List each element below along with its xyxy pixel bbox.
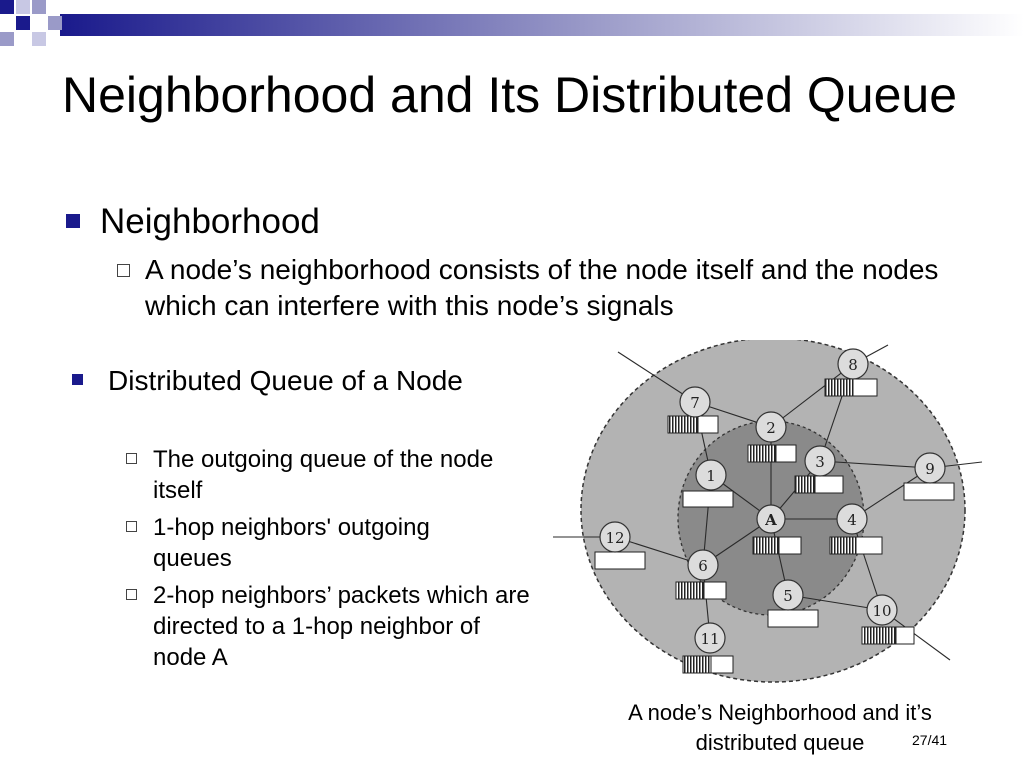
- node-label: 4: [847, 511, 857, 529]
- queue-node-1: [682, 490, 734, 508]
- queue-packets: [824, 378, 854, 397]
- network-node-9: 9: [914, 452, 946, 484]
- page-title: Neighborhood and Its Distributed Queue: [62, 67, 958, 123]
- node-circle: [755, 411, 787, 443]
- queue-node-6: [675, 581, 727, 600]
- node-circle: [772, 579, 804, 611]
- queue-node-4: [829, 536, 883, 555]
- bullet-distributed-queue-heading: Distributed Queue of a Node: [108, 365, 463, 396]
- queue-node-7: [667, 415, 719, 434]
- queue-packets: [667, 415, 699, 434]
- node-label: 9: [925, 460, 935, 478]
- queue-node-8: [824, 378, 878, 397]
- node-label: 10: [872, 602, 891, 620]
- node-circle: [837, 348, 869, 380]
- network-node-12: 12: [599, 521, 631, 553]
- header-square: [0, 32, 14, 46]
- network-node-4: 4: [836, 503, 868, 535]
- queue-box: [682, 490, 734, 508]
- node-label: 8: [848, 356, 858, 374]
- square-bullet-icon: [66, 214, 80, 228]
- queue-packets: [829, 536, 857, 555]
- diagram-caption: A node’s Neighborhood and it’s distribut…: [628, 700, 932, 755]
- header-square: [16, 0, 30, 14]
- node-label: 6: [698, 557, 708, 575]
- queue-box: [594, 551, 646, 570]
- hollow-square-bullet-icon: [126, 589, 137, 600]
- queue-packets: [747, 444, 777, 463]
- node-label: 5: [783, 587, 793, 605]
- queue-packets: [752, 536, 780, 555]
- sub-bullet-text: 1-hop neighbors' outgoing queues: [153, 514, 430, 572]
- queue-packets: [861, 626, 897, 645]
- sub-bullet-text: A node’s neighborhood consists of the no…: [145, 254, 939, 321]
- node-circle: [866, 594, 898, 626]
- hollow-square-bullet-icon: [126, 521, 137, 532]
- queue-node-2: [747, 444, 797, 463]
- node-circle: [804, 445, 836, 477]
- network-node-1: 1: [695, 459, 727, 491]
- node-circle: [687, 549, 719, 581]
- queue-node-12: [594, 551, 646, 570]
- header-square: [32, 0, 46, 14]
- network-node-3: 3: [804, 445, 836, 477]
- node-label: 12: [605, 529, 624, 547]
- square-bullet-icon: [72, 374, 83, 385]
- header-decoration: [0, 0, 1024, 46]
- queue-node-9: [903, 482, 955, 501]
- node-circle: [599, 521, 631, 553]
- network-node-6: 6: [687, 549, 719, 581]
- queue-box: [767, 609, 819, 628]
- queue-node-3: [794, 475, 844, 494]
- header-square: [0, 0, 14, 14]
- hollow-square-bullet-icon: [126, 453, 137, 464]
- hollow-square-bullet-icon: [117, 264, 130, 277]
- queue-node-11: [682, 655, 734, 674]
- node-label: 2: [766, 419, 776, 437]
- header-square: [48, 16, 62, 30]
- node-circle: [914, 452, 946, 484]
- network-node-7: 7: [679, 386, 711, 418]
- link-3-9: [819, 460, 931, 469]
- node-label: 11: [700, 630, 719, 648]
- queue-node-5: [767, 609, 819, 628]
- queue-packets: [794, 475, 816, 494]
- node-circle: [694, 622, 726, 654]
- node-circle: [679, 386, 711, 418]
- header-gradient-band: [60, 14, 1024, 36]
- queue-node-10: [861, 626, 915, 645]
- header-square: [32, 32, 46, 46]
- queue-packets: [682, 655, 712, 674]
- node-label: 1: [706, 467, 716, 485]
- network-node-5: 5: [772, 579, 804, 611]
- link-5-10: [787, 594, 883, 611]
- queue-node-A: [752, 536, 802, 555]
- node-circle: [836, 503, 868, 535]
- sub-bullet-text: 2-hop neighbors’ packets which are direc…: [153, 582, 530, 671]
- link-4-10: [851, 518, 883, 611]
- node-circle: [756, 504, 786, 534]
- node-label: 7: [690, 394, 700, 412]
- bullet-neighborhood-heading: Neighborhood: [100, 202, 320, 241]
- node-label: A: [764, 511, 777, 529]
- queue-packets: [675, 581, 705, 600]
- sub-bullet-text: The outgoing queue of the node itself: [153, 446, 494, 504]
- node-circle: [695, 459, 727, 491]
- network-node-2: 2: [755, 411, 787, 443]
- queue-box: [903, 482, 955, 501]
- network-node-11: 11: [694, 622, 726, 654]
- page-number: 27/41: [912, 732, 948, 748]
- network-node-8: 8: [837, 348, 869, 380]
- network-node-10: 10: [866, 594, 898, 626]
- node-label: 3: [815, 453, 825, 471]
- link-2-8: [770, 363, 854, 428]
- header-square: [16, 16, 30, 30]
- network-node-A: A: [756, 504, 786, 534]
